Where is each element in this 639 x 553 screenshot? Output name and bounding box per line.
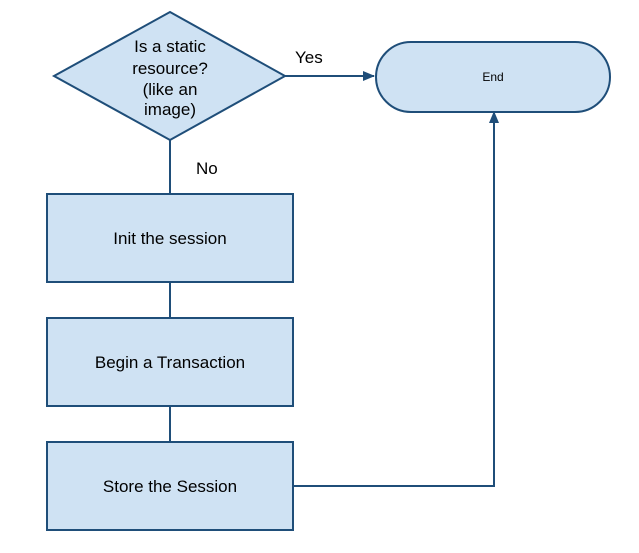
end-terminator-shape [375, 41, 611, 113]
process-node-store-session: Store the Session [46, 441, 294, 531]
process-box-begin-transaction [46, 317, 294, 407]
end-node: End [375, 41, 611, 113]
connectors [169, 71, 499, 487]
decision-node-static-resource: Is a static resource? (like an image) [51, 10, 288, 142]
process-label-begin-transaction: Begin a Transaction [95, 353, 245, 372]
decision-label-line-3: (like an [143, 80, 198, 99]
process-box-init-session [46, 193, 294, 283]
process-box-store-session [46, 441, 294, 531]
decision-label-line-2: resource? [132, 59, 208, 78]
decision-label-line-1: Is a static [134, 37, 206, 56]
process-node-begin-transaction: Begin a Transaction [46, 317, 294, 407]
end-label: End [482, 70, 503, 84]
process-label-store-session: Store the Session [103, 477, 237, 496]
process-node-init-session: Init the session [46, 193, 294, 283]
edge-label-yes: Yes [295, 48, 323, 67]
connector-store-session-to-end [293, 111, 499, 487]
decision-label-line-4: image) [144, 100, 196, 119]
process-label-init-session: Init the session [113, 229, 226, 248]
edge-label-no: No [196, 159, 218, 178]
decision-diamond-shape [51, 10, 288, 142]
